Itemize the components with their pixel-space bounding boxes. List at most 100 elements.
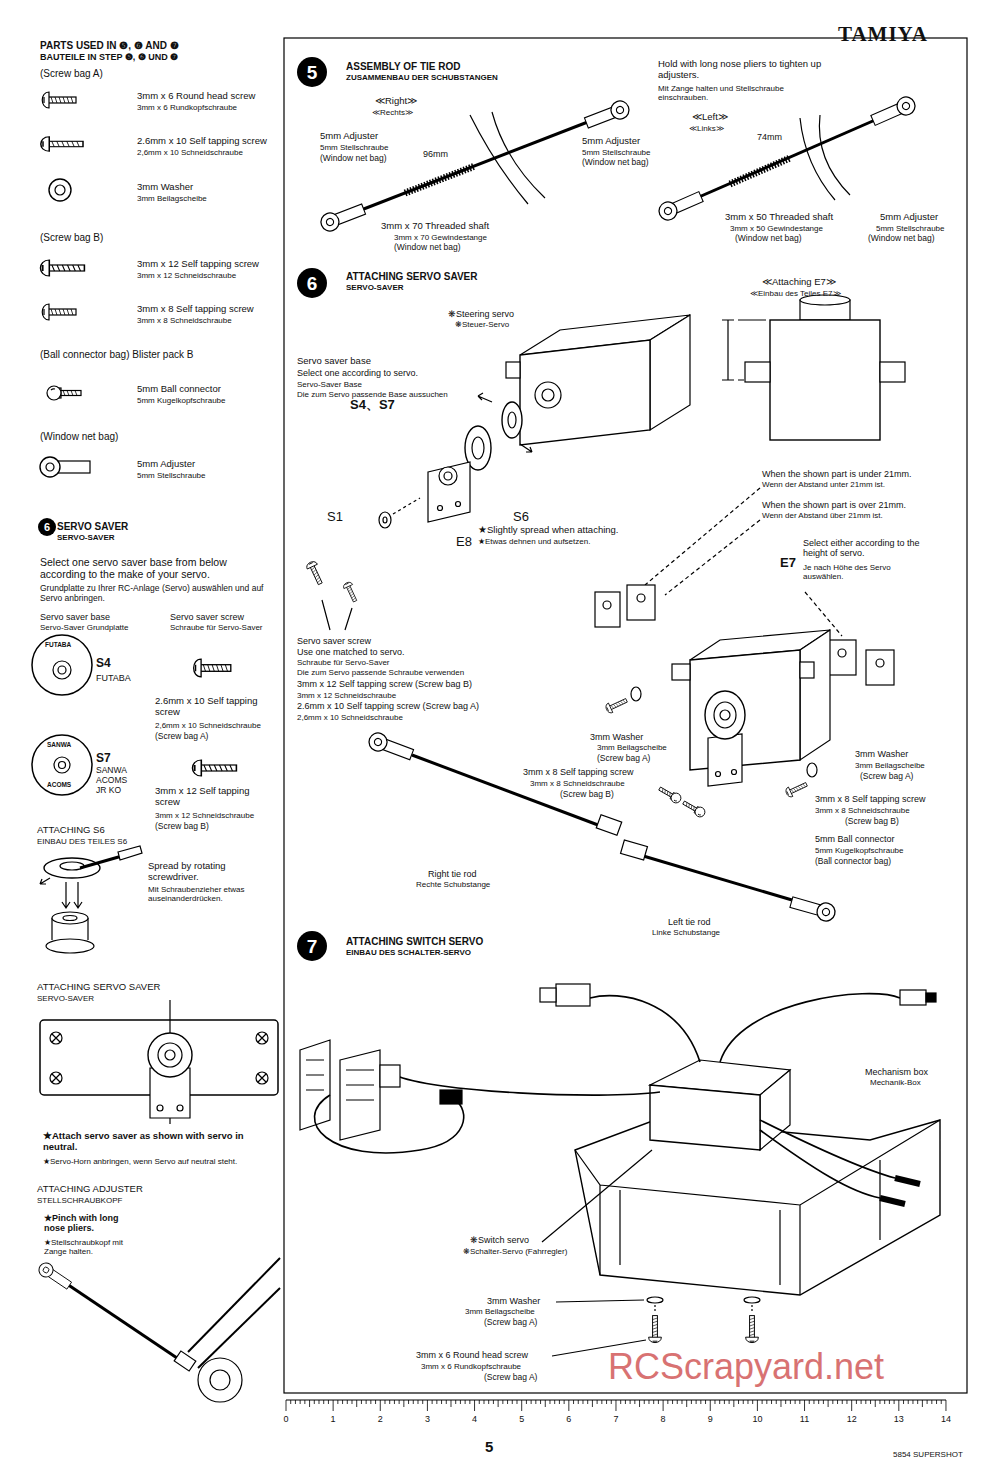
callout-text: (Window net bag) bbox=[582, 158, 649, 168]
parts-list-icons-part bbox=[40, 457, 90, 477]
ruler-tick bbox=[455, 1400, 456, 1404]
ruler-tick bbox=[408, 1400, 409, 1404]
ruler-tick bbox=[597, 1400, 598, 1404]
ruler-tick bbox=[479, 1400, 480, 1404]
attach-adjuster-figure-part bbox=[188, 1258, 280, 1352]
callout-text: (Screw bag A) bbox=[597, 754, 650, 764]
switch-servo-figure-part bbox=[380, 1065, 400, 1087]
ruler-tick bbox=[483, 1400, 484, 1404]
callout-text: 2,6mm x 10 Schneidschraube bbox=[137, 148, 243, 157]
ruler-tick bbox=[799, 1400, 800, 1404]
callout-text: 2,6mm x 10 Schneidschraube bbox=[155, 721, 280, 730]
callout-text: 2.6mm x 10 Self tapping screw bbox=[155, 696, 275, 718]
steering-servo-exploded-part bbox=[520, 444, 532, 452]
switch-servo-figure-part bbox=[649, 1316, 662, 1343]
steering-servo-exploded-part bbox=[305, 560, 325, 586]
left-tie-rod-assembly-part bbox=[676, 110, 898, 207]
attach-servo-saver-figure-part bbox=[52, 1074, 60, 1082]
ruler-tick bbox=[592, 1400, 593, 1407]
ruler-tick bbox=[875, 1400, 876, 1407]
callout-text: 3mm x 6 Rundkopfschraube bbox=[137, 103, 237, 112]
e7-height-figure-part bbox=[603, 601, 611, 609]
ruler-number: 8 bbox=[661, 1414, 666, 1424]
ruler-tick bbox=[795, 1400, 796, 1404]
ruler-tick bbox=[931, 1400, 932, 1404]
ruler-tick bbox=[691, 1400, 692, 1404]
ruler-tick bbox=[771, 1400, 772, 1404]
callout-text: SANWA ACOMS JR KO bbox=[96, 766, 132, 795]
callout-text: 3mm x 6 Round head screw bbox=[137, 91, 255, 102]
e7-height-figure-part bbox=[722, 320, 766, 380]
ruler-tick bbox=[474, 1400, 475, 1411]
callout-text: S4、S7 bbox=[350, 398, 395, 413]
ruler-tick bbox=[625, 1400, 626, 1404]
servo-with-tie-rods-part bbox=[672, 664, 690, 680]
ruler-number: 9 bbox=[708, 1414, 713, 1424]
ruler-tick bbox=[516, 1400, 517, 1404]
callout-text: ★Servo-Horn anbringen, wenn Servo auf ne… bbox=[43, 1157, 273, 1166]
callout-text: S7 bbox=[96, 752, 111, 766]
ruler-tick bbox=[785, 1400, 786, 1404]
callout-text: Je nach Höhe des Servo auswählen. bbox=[803, 563, 933, 581]
ruler-tick bbox=[295, 1400, 296, 1404]
ruler-tick bbox=[747, 1400, 748, 1404]
ruler-tick bbox=[450, 1400, 451, 1407]
callout-text: ATTACHING SERVO SAVER bbox=[37, 982, 160, 993]
ruler-tick bbox=[894, 1400, 895, 1404]
ruler-tick bbox=[667, 1400, 668, 1404]
callout-text: E8 bbox=[456, 535, 472, 550]
callout-text: Die zum Servo passende Schraube verwende… bbox=[297, 668, 464, 677]
callout-text: S4 bbox=[96, 657, 111, 671]
switch-servo-figure-part bbox=[720, 994, 900, 1062]
callout-text: ATTACHING ADJUSTER bbox=[37, 1184, 143, 1195]
callout-text: 74mm bbox=[757, 132, 782, 142]
left-tie-rod-assembly-part bbox=[869, 94, 917, 129]
ruler-tick bbox=[658, 1400, 659, 1404]
callout-text: ★Pinch with long nose pliers. bbox=[44, 1213, 139, 1234]
callout-text: Servo saver base bbox=[40, 612, 110, 622]
ruler-tick bbox=[936, 1400, 937, 1404]
ruler-tick bbox=[549, 1400, 550, 1404]
callout-text: ❋Schalter-Servo (Fahrregler) bbox=[463, 1247, 567, 1256]
callout-text: FUTABA bbox=[96, 673, 131, 683]
servo-saver-bases-part bbox=[193, 760, 237, 776]
callout-text: 5mm Kugelkopfschraube bbox=[137, 396, 226, 405]
callout-text: Schraube für Servo-Saver bbox=[170, 623, 263, 632]
ruler-tick bbox=[333, 1400, 334, 1411]
ruler-tick bbox=[606, 1400, 607, 1404]
callout-text: (Screw bag B) bbox=[155, 822, 209, 832]
servo-saver-bases-part bbox=[32, 635, 92, 695]
servo-with-tie-rods-part bbox=[690, 650, 800, 770]
ruler-tick bbox=[507, 1400, 508, 1404]
attach-servo-saver-figure-part bbox=[157, 1105, 163, 1111]
ruler-tick bbox=[328, 1400, 329, 1404]
step-number-circle: 6 bbox=[297, 268, 327, 298]
right-tie-rod-assembly-part bbox=[583, 98, 631, 131]
ruler-tick bbox=[696, 1400, 697, 1404]
ruler-tick bbox=[370, 1400, 371, 1404]
callout-text: 3mm x 6 Rundkopfschraube bbox=[421, 1362, 521, 1371]
e7-height-figure-part bbox=[880, 362, 905, 382]
callout-text: When the shown part is under 21mm. bbox=[762, 469, 912, 479]
steering-servo-exploded-part bbox=[542, 389, 554, 401]
callout-text: 96mm bbox=[423, 149, 448, 159]
attach-servo-saver-figure-part bbox=[177, 1105, 183, 1111]
switch-servo-figure-part bbox=[556, 984, 590, 1006]
attach-s6-figure-part bbox=[118, 846, 142, 860]
switch-servo-figure-part bbox=[760, 1120, 895, 1178]
ruler-tick bbox=[710, 1400, 711, 1411]
ruler-tick bbox=[903, 1400, 904, 1404]
ruler-tick bbox=[337, 1400, 338, 1404]
ruler-tick bbox=[347, 1400, 348, 1404]
callout-text: SERVO-SAVER bbox=[346, 283, 404, 292]
servo-saver-bases-part bbox=[32, 735, 92, 795]
ruler-tick bbox=[389, 1400, 390, 1404]
callout-text: 3mm x 8 Schneidschraube bbox=[815, 806, 910, 815]
ruler-tick bbox=[743, 1400, 744, 1404]
ruler-tick bbox=[639, 1400, 640, 1407]
ruler-number: 10 bbox=[752, 1414, 762, 1424]
ruler-number: 1 bbox=[331, 1414, 336, 1424]
ruler-tick bbox=[356, 1400, 357, 1407]
attach-servo-saver-figure-part bbox=[52, 1034, 60, 1042]
parts-list-icons-part bbox=[41, 260, 85, 276]
